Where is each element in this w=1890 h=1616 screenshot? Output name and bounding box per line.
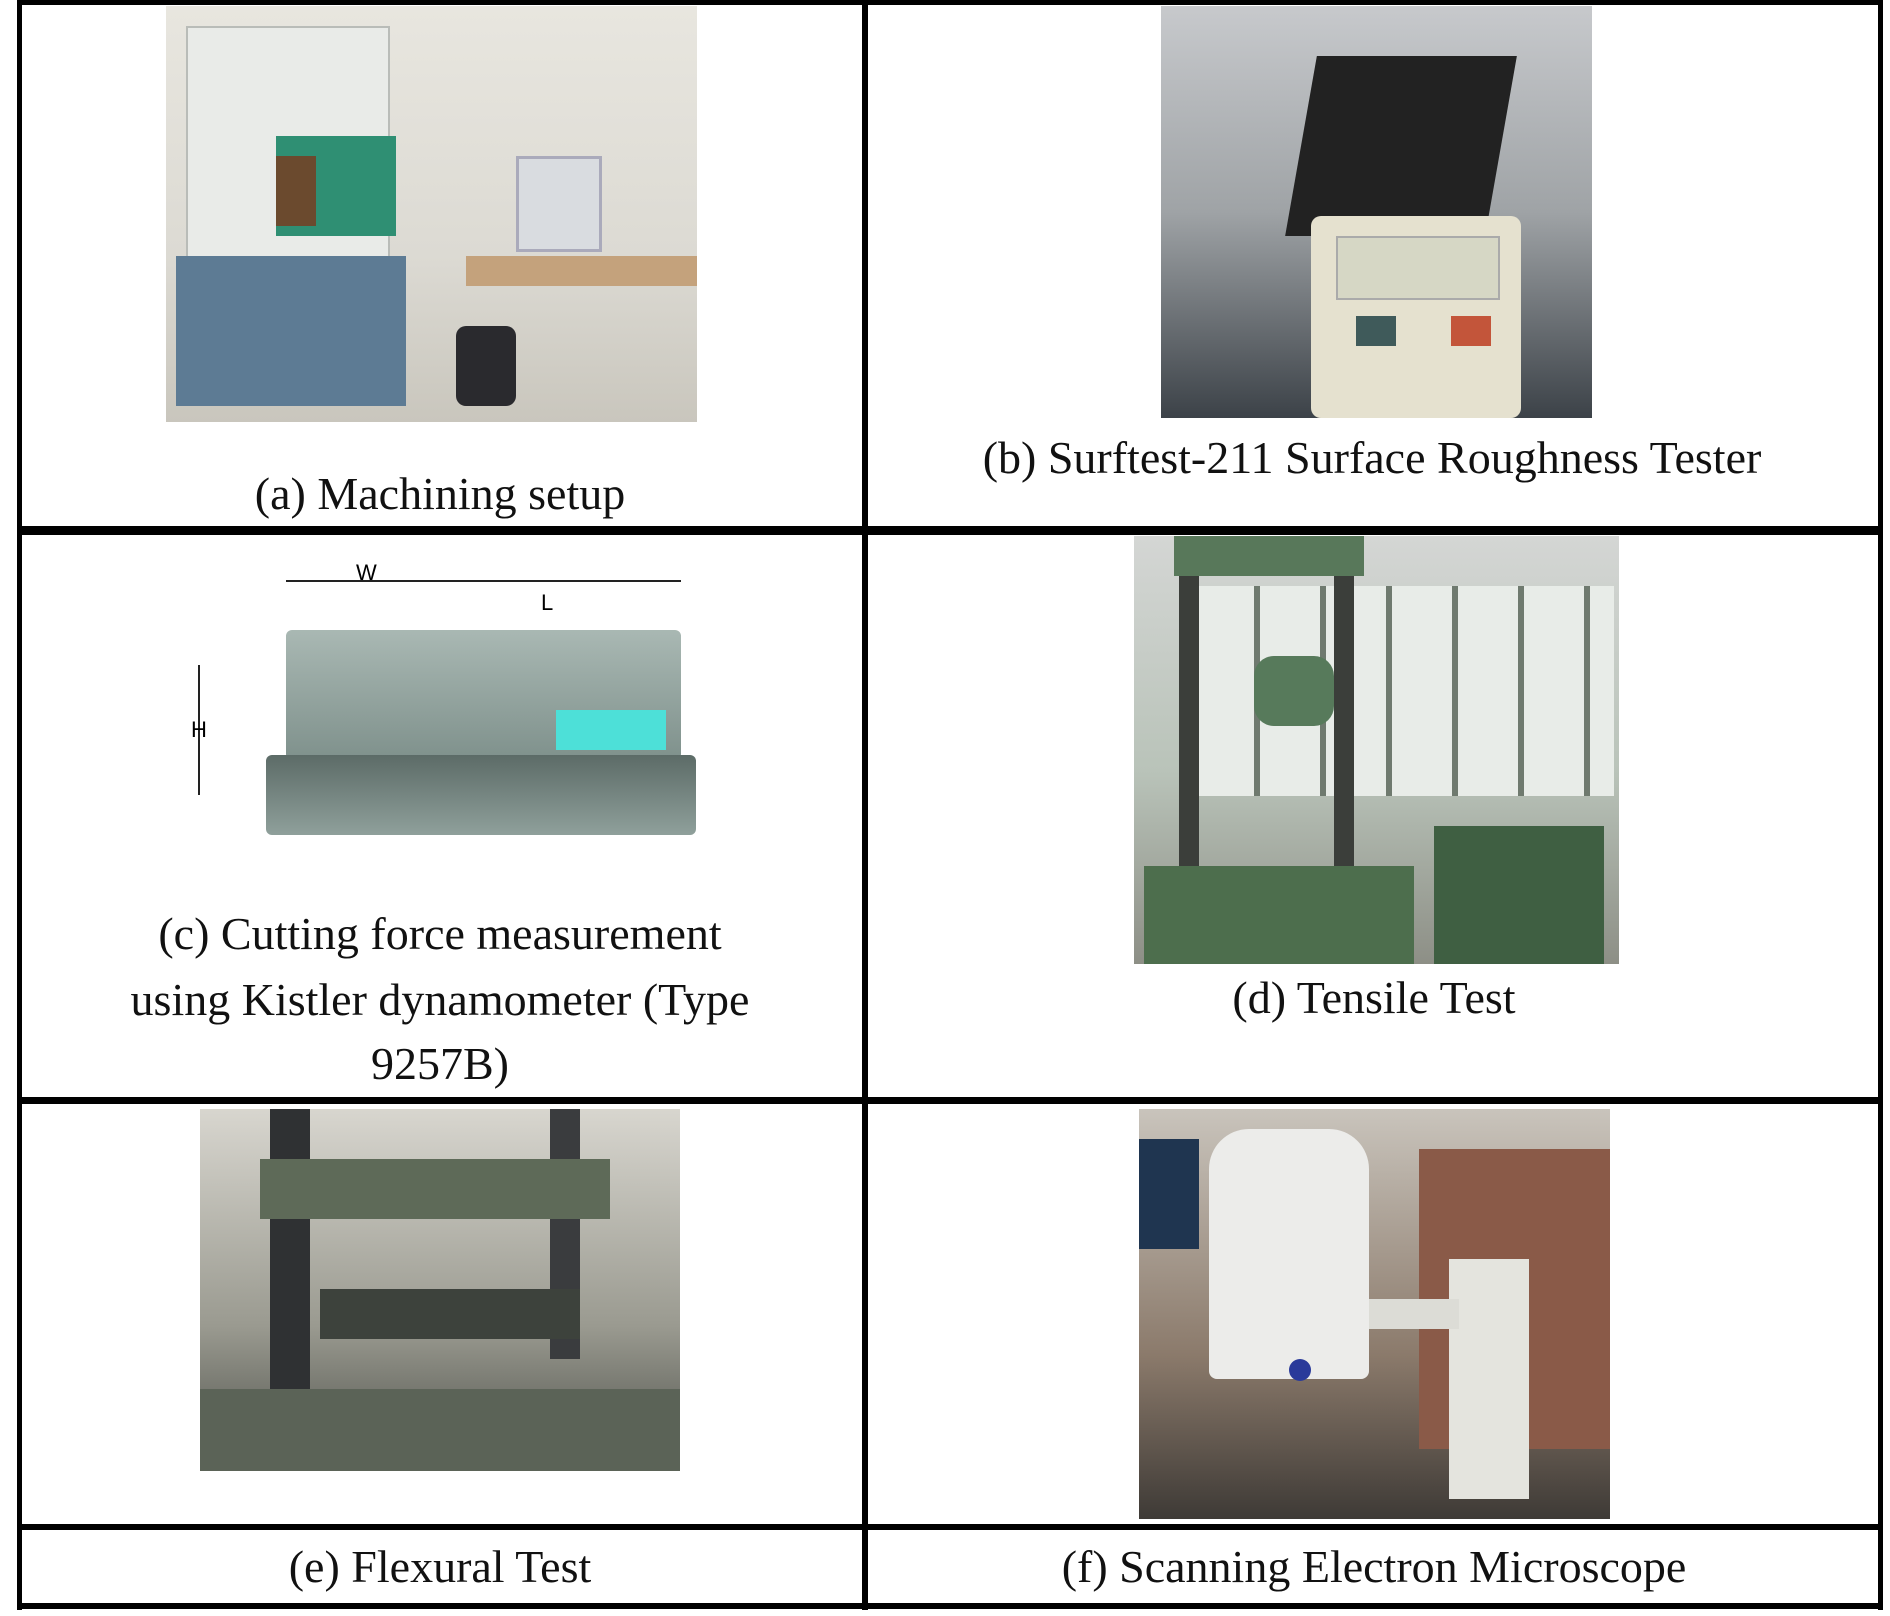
dim-h: H (191, 717, 207, 742)
divider-row3 (17, 1524, 1883, 1530)
surface-roughness-tester-photo (1161, 6, 1592, 418)
flexural-test-photo (200, 1109, 680, 1471)
divider-vertical (862, 0, 868, 1610)
caption-d: (d) Tensile Test (1232, 972, 1516, 1023)
border-bottom (17, 1603, 1883, 1609)
machining-setup-photo (166, 6, 697, 422)
border-top (17, 0, 1883, 5)
tensile-test-photo (1134, 536, 1619, 964)
caption-a: (a) Machining setup (254, 468, 626, 519)
caption-c-line3: 9257B) (371, 1038, 509, 1089)
border-right (1878, 0, 1883, 1610)
caption-b: (b) Surftest-211 Surface Roughness Teste… (982, 432, 1762, 483)
dim-l: L (541, 590, 554, 615)
divider-row1 (17, 526, 1883, 535)
sem-photo (1139, 1109, 1610, 1519)
divider-row2 (17, 1097, 1883, 1104)
caption-c-line1: (c) Cutting force measurement (158, 908, 722, 959)
caption-f: (f) Scanning Electron Microscope (1061, 1541, 1687, 1592)
dim-w: W (356, 560, 377, 585)
caption-c-line2: using Kistler dynamometer (Type (130, 974, 750, 1025)
caption-e: (e) Flexural Test (288, 1541, 592, 1592)
border-left (17, 0, 22, 1610)
dynamometer-diagram: W L H (181, 560, 699, 880)
